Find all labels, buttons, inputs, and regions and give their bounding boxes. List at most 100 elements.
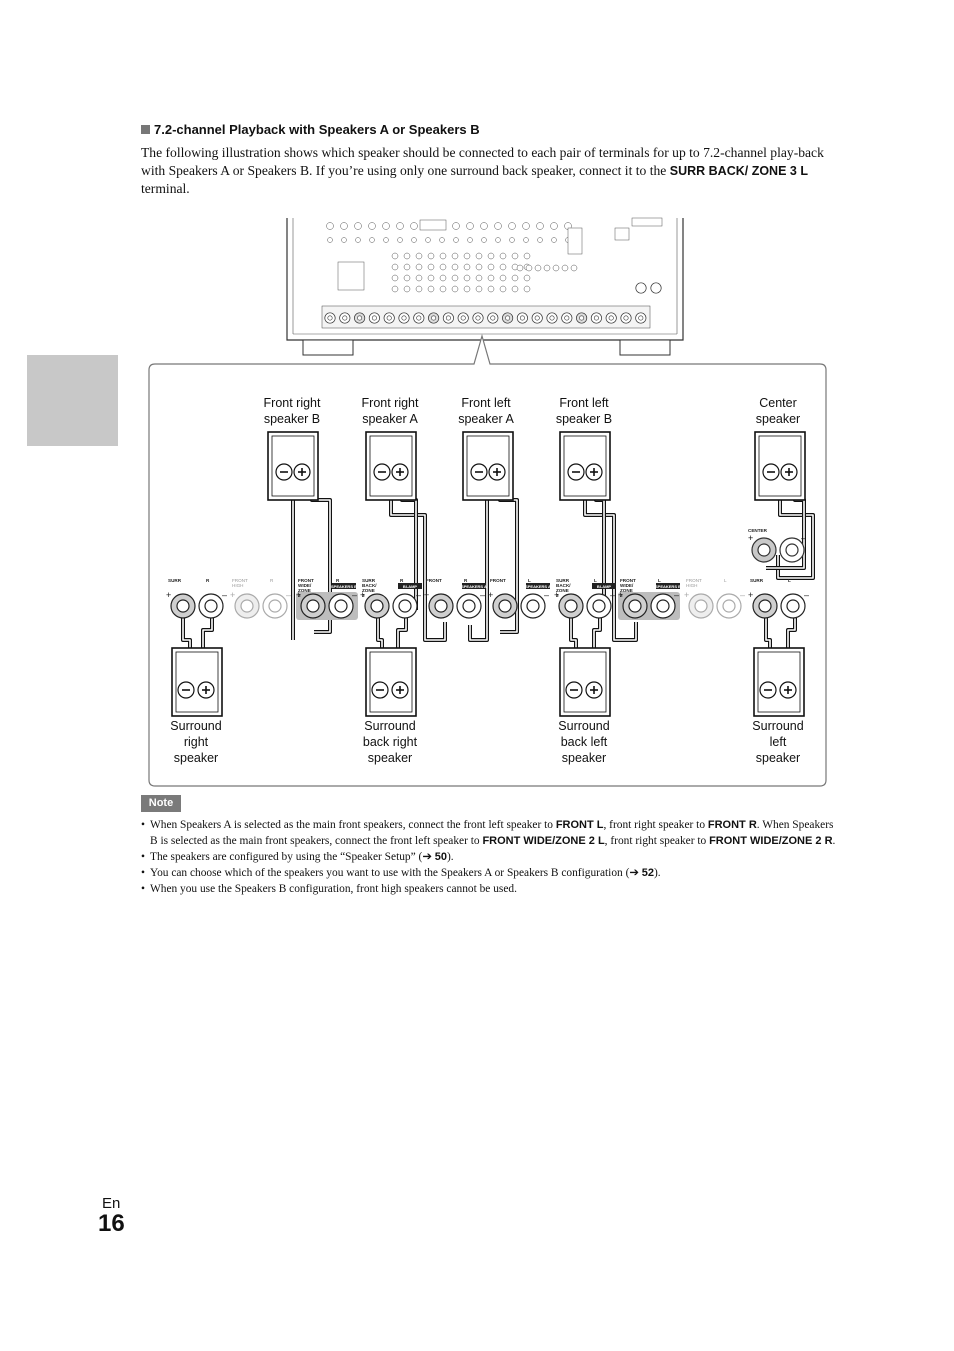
label-surround-right-2: right: [184, 735, 209, 749]
speaker-icon: [365, 431, 417, 501]
terminal-tag-label: SPEAKERS A: [461, 584, 487, 589]
speaker-icon: [559, 647, 611, 717]
terminal-label: SURR: [362, 578, 376, 583]
note-text: , front right speaker to: [604, 835, 710, 847]
terminal-label: FRONT: [686, 578, 702, 583]
terminal-label: SURR: [750, 578, 764, 583]
speaker-icon: [559, 431, 611, 501]
speaker-icon: [462, 431, 514, 501]
terminal-channel: L: [528, 578, 531, 583]
terminal-label: WIDE/: [298, 583, 312, 588]
terminal-label: BACK/: [556, 583, 571, 588]
speaker-labels-top: Front right speaker B Front right speake…: [264, 396, 801, 426]
panel-terminal: [635, 282, 647, 294]
page-ref: 50: [434, 851, 447, 863]
center-minus-icon: –: [801, 533, 806, 543]
plus-icon: +: [488, 590, 493, 600]
section-tab: [27, 355, 118, 446]
page-number: 16: [98, 1210, 125, 1237]
terminal-channel: R: [400, 578, 404, 583]
label-front-left-a-1: Front left: [461, 396, 511, 410]
terminal-tag: SPEAKERS A: [461, 583, 487, 589]
receiver-rear-panel: [286, 217, 684, 356]
terminal-channel: L: [724, 578, 727, 583]
terminal-channel: L: [658, 578, 661, 583]
label-surround-back-right-3: speaker: [368, 751, 412, 765]
plus-icon: +: [684, 590, 689, 600]
terminal-label: 3: [556, 593, 559, 598]
plus-icon: +: [166, 590, 171, 600]
terminal-tag-label: BI-AMP: [597, 584, 612, 589]
terminal-channel: L: [788, 578, 791, 583]
terminal-tag-label: SPEAKERS B: [655, 584, 681, 589]
page-language: En: [102, 1195, 121, 1212]
heading-square-icon: [141, 125, 150, 134]
terminal-label: ZONE: [298, 588, 311, 593]
terminal-label: FRONT: [426, 578, 442, 583]
terminal-tag: BI-AMP: [592, 583, 616, 589]
minus-icon: –: [674, 590, 679, 600]
terminal-tag: SPEAKERS B: [655, 583, 681, 589]
label-front-left-b-1: Front left: [559, 396, 609, 410]
notes-list: When Speakers A is selected as the main …: [141, 817, 841, 897]
terminal-label: SURR: [556, 578, 570, 583]
minus-icon: –: [804, 590, 809, 600]
note-item: When Speakers A is selected as the main …: [141, 817, 841, 849]
label-surround-right-3: speaker: [174, 751, 218, 765]
intro-suffix: terminal.: [141, 181, 190, 196]
terminal-label: ZONE: [362, 588, 375, 593]
terminal-label: FRONT: [490, 578, 506, 583]
terminal-tag: SPEAKERS A: [525, 583, 551, 589]
terminal-label: 2: [620, 593, 623, 598]
label-front-right-b-2: speaker B: [264, 412, 320, 426]
minus-icon: –: [480, 590, 485, 600]
terminal-tag-label: SPEAKERS A: [525, 584, 551, 589]
plus-icon: +: [424, 590, 429, 600]
label-center-1: Center: [759, 396, 797, 410]
speaker-labels-bottom: Surround right speaker Surround back rig…: [170, 719, 803, 765]
label-surround-back-right-1: Surround: [364, 719, 415, 733]
intro-terminal: SURR BACK/ ZONE 3 L: [669, 164, 808, 178]
plus-icon: +: [360, 590, 365, 600]
note-text: . When Speakers B is selected as the mai…: [150, 819, 834, 847]
note-text: ).: [446, 851, 454, 863]
note-text: .: [832, 835, 836, 847]
heading-text: 7.2-channel Playback with Speakers A or …: [154, 122, 480, 137]
terminal-label: FRONT: [298, 578, 314, 583]
label-front-left-a-2: speaker A: [458, 412, 514, 426]
note-item: The speakers are configured by using the…: [141, 849, 841, 865]
terminal-label: WIDE/: [620, 583, 634, 588]
note-text: The speakers are configured by using the…: [150, 851, 435, 863]
note-item: When you use the Speakers B configuratio…: [141, 881, 841, 897]
note-text: ).: [654, 867, 661, 879]
terminal-label: HIGH: [686, 583, 697, 588]
terminal-tag-label: SPEAKERS B: [331, 584, 357, 589]
note-term: FRONT WIDE/ZONE 2 L: [482, 835, 605, 847]
plus-icon: +: [230, 590, 235, 600]
terminal-tag: SPEAKERS B: [331, 583, 357, 589]
plus-icon: +: [296, 590, 301, 600]
plus-icon: +: [618, 590, 623, 600]
minus-icon: –: [740, 590, 745, 600]
speaker-icon: [365, 647, 417, 717]
label-front-right-a-2: speaker A: [362, 412, 418, 426]
label-front-right-a-1: Front right: [362, 396, 419, 410]
terminal-label: 2: [298, 593, 301, 598]
terminal-label: ZONE: [556, 588, 569, 593]
terminal-channel: R: [464, 578, 468, 583]
terminal-label: SURR: [168, 578, 182, 583]
label-surround-back-left-2: back left: [561, 735, 608, 749]
section-heading: 7.2-channel Playback with Speakers A or …: [141, 122, 480, 137]
intro-text: The following illustration shows which s…: [141, 145, 824, 178]
note-text: When you use the Speakers B configuratio…: [150, 883, 517, 895]
label-surround-right-1: Surround: [170, 719, 221, 733]
terminal-label: BACK/: [362, 583, 377, 588]
panel-terminal: [650, 282, 662, 294]
terminal-label: HIGH: [232, 583, 243, 588]
